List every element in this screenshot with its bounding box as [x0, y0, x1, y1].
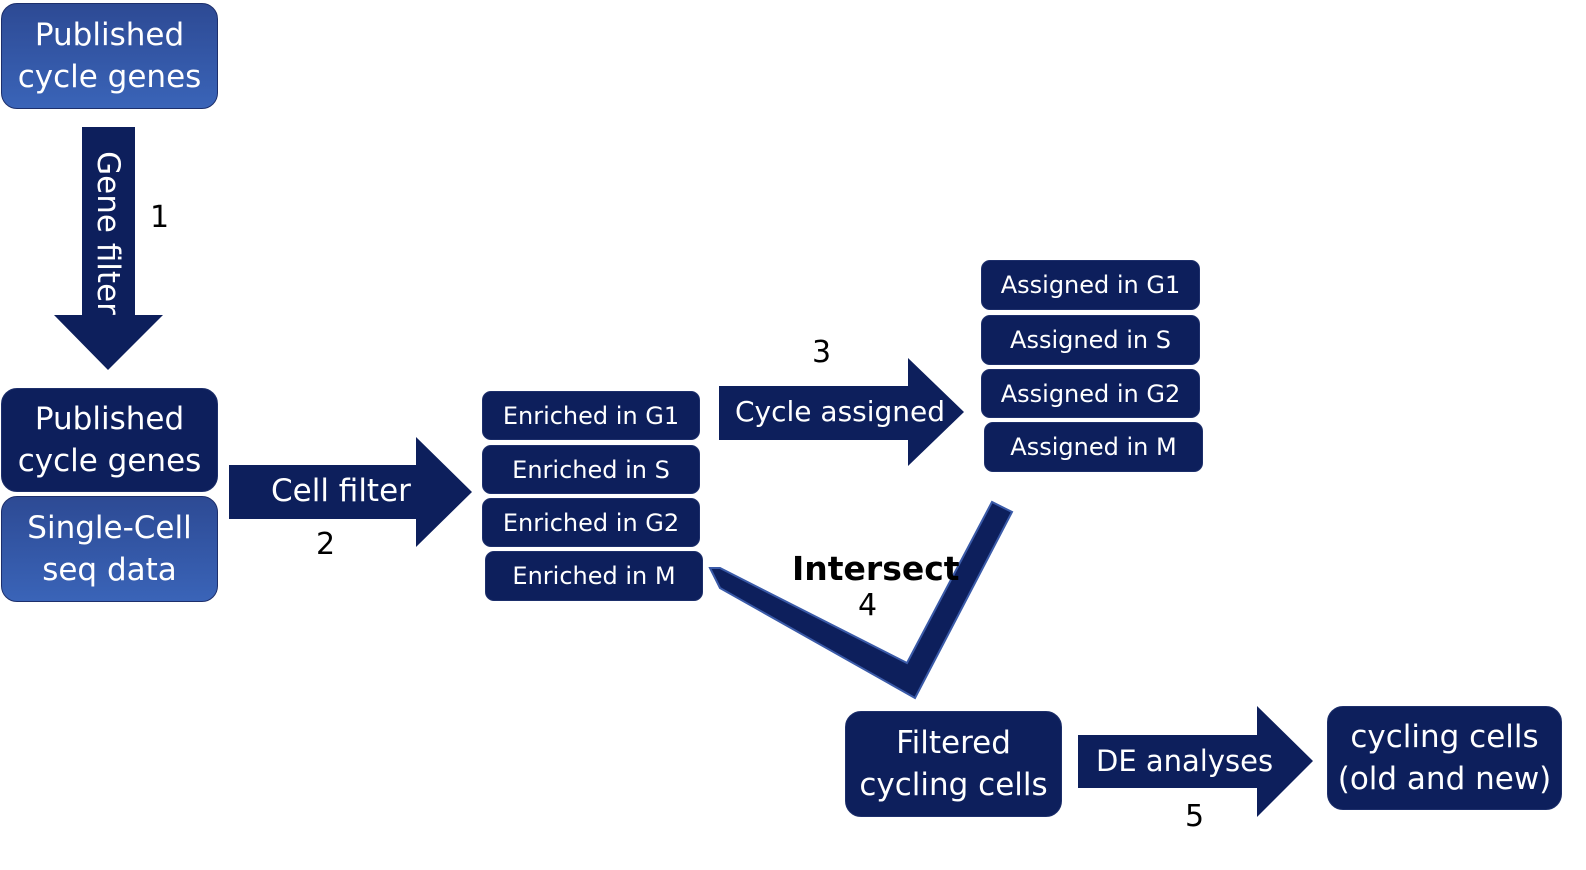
published-cycle-genes-box: Published cycle genes [1, 388, 218, 492]
cycling-output-line-1: cycling cells [1350, 719, 1539, 755]
intersect-connector [708, 500, 1014, 700]
assigned-s-box: Assigned in S [981, 315, 1200, 365]
intersect-label: Intersect [792, 549, 960, 588]
de-analyses-label: DE analyses [1096, 744, 1274, 778]
cycling-cells-output-box: cycling cells (old and new) [1327, 706, 1562, 810]
published-top-line-2: cycle genes [17, 59, 202, 95]
assigned-g1-label: Assigned in G1 [1000, 271, 1181, 299]
cell-filter-label: Cell filter [271, 473, 411, 509]
assigned-s-label: Assigned in S [1010, 326, 1171, 354]
gene-filter-label: Gene filter [90, 151, 126, 315]
assigned-g2-label: Assigned in G2 [1000, 379, 1181, 408]
step-number-1: 1 [150, 200, 170, 235]
single-cell-line-2: seq data [42, 552, 177, 588]
assigned-m-label: Assigned in M [1010, 433, 1177, 461]
published-mid-line-2: cycle genes [17, 443, 202, 479]
single-cell-seq-data-box: Single-Cell seq data [1, 496, 218, 602]
filtered-cycling-cells-box: Filtered cycling cells [845, 711, 1062, 817]
enriched-m-label: Enriched in M [512, 562, 676, 590]
enriched-g2-label: Enriched in G2 [502, 508, 680, 537]
enriched-g1-box: Enriched in G1 [482, 391, 700, 440]
step-number-5: 5 [1185, 799, 1205, 834]
step-number-3: 3 [812, 335, 832, 370]
step-number-2: 2 [316, 527, 336, 562]
cycle-assigned-arrow [719, 358, 964, 466]
published-mid-line-1: Published [34, 401, 185, 437]
single-cell-line-1: Single-Cell [27, 510, 192, 546]
assigned-g2-box: Assigned in G2 [981, 369, 1200, 418]
enriched-g1-label: Enriched in G1 [502, 401, 680, 430]
assigned-m-box: Assigned in M [984, 422, 1203, 472]
filtered-line-1: Filtered [896, 725, 1011, 761]
de-analyses-arrow [1078, 706, 1313, 817]
cycle-assigned-label: Cycle assigned [735, 395, 946, 428]
gene-filter-arrow [54, 127, 163, 370]
enriched-m-box: Enriched in M [485, 551, 703, 601]
filtered-line-2: cycling cells [859, 767, 1048, 803]
cell-filter-arrow [229, 437, 472, 547]
assigned-g1-box: Assigned in G1 [981, 260, 1200, 310]
enriched-g2-box: Enriched in G2 [482, 498, 700, 547]
step-number-4: 4 [858, 588, 878, 623]
published-cycle-genes-top-box: Published cycle genes [1, 3, 218, 109]
published-top-line-1: Published [34, 17, 185, 53]
enriched-s-box: Enriched in S [482, 445, 700, 494]
cycling-output-line-2: (old and new) [1337, 761, 1552, 797]
enriched-s-label: Enriched in S [512, 455, 670, 484]
